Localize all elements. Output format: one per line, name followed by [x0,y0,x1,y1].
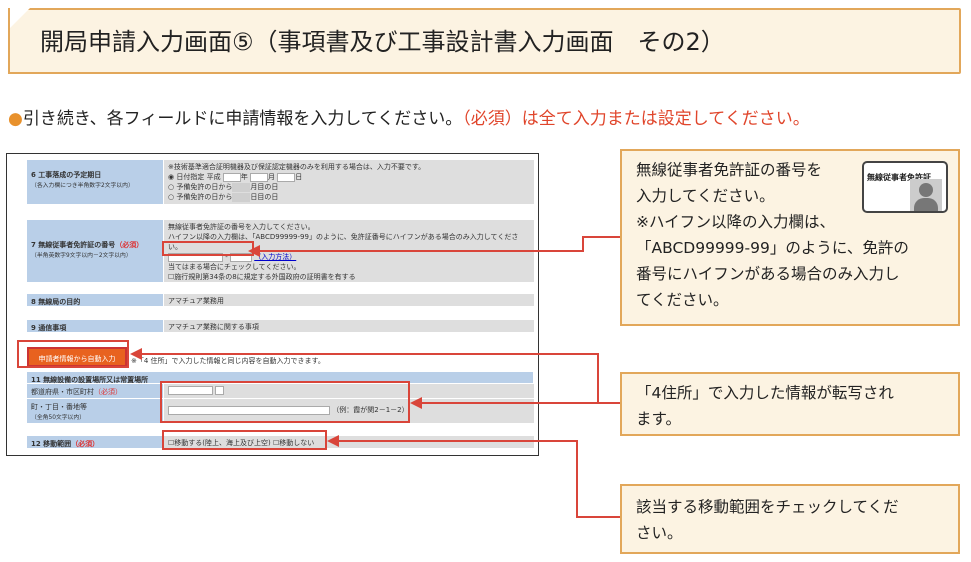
page-title: 開局申請入力画面⑤（事項書及び工事設計書入力画面 その2） [8,8,961,74]
bullet: ● [8,109,23,129]
foreign-cert-checkbox[interactable]: ☐ [168,273,175,281]
field12-label: 12 移動範囲（必須） [27,436,163,448]
address-highlight [160,381,410,423]
town-label: 町・丁目・番地等（全角50文字以内） [27,399,163,423]
field6-value: ※技術基準適合証明機器及び保証認定機器のみを利用する場合は、入力不要です。 ◉ … [164,160,534,204]
auto-fill-note: ※「4 住所」で入力した情報と同じ内容を自動入力できます。 [131,357,325,365]
field9-value: アマチュア業務に関する事項 [164,320,534,332]
field7-label: 7 無線従事者免許証の番号（必須）（半角英数字9文字以内－2文字以内） [27,220,163,282]
radio-days[interactable]: ○ [168,193,175,201]
range-highlight [162,430,327,450]
field12-value: ☐移動する(陸上、海上及び上空) ☐移動しない [164,436,534,448]
field6-label: 6 工事落成の予定期日（各入力欄につき半角数字2文字以内） [27,160,163,204]
arrow-2 [130,348,142,360]
field8-label: 8 無線局の目的 [27,294,163,306]
day-input[interactable] [277,172,296,182]
form-screenshot: 6 工事落成の予定期日（各入力欄につき半角数字2文字以内） ※技術基準適合証明機… [6,153,539,456]
license-highlight [162,241,254,256]
arrow-3 [410,397,422,409]
arrow-4 [327,435,339,447]
city-select[interactable] [215,386,225,395]
pref-value [164,384,534,398]
pref-select[interactable] [168,386,213,395]
button-highlight [17,340,129,368]
intro-main: 引き続き、各フィールドに申請情報を入力してください。 [22,109,463,129]
callout-license: 無線従事者免許証 無線従事者免許証の番号を入力してください。※ハイフン以降の入力… [620,149,960,326]
callout-range: 該当する移動範囲をチェックしてください。 [620,484,960,554]
nomove-checkbox[interactable]: ☐ [272,439,280,447]
move-checkbox[interactable]: ☐ [168,439,175,447]
callout-address: 「4住所」で入力した情報が転写されます。 [620,372,960,436]
radio-months[interactable]: ○ [168,183,175,191]
town-input[interactable] [168,405,330,415]
pref-label: 都道府県・市区町村（必須） [27,384,163,398]
license-card-illustration: 無線従事者免許証 [862,161,948,213]
field9-label: 9 通信事項 [27,320,163,332]
field11-label: 11 無線設備の設置場所又は常置場所 [27,372,533,384]
intro-required: （必須）は全て入力または設定してください。 [462,109,810,129]
person-icon [910,179,942,211]
year-input[interactable] [222,172,241,182]
month-input[interactable] [250,172,269,182]
radio-date[interactable]: ◉ [168,173,175,181]
arrow-1 [248,245,260,257]
intro-text: ●引き続き、各フィールドに申請情報を入力してください。（必須）は全て入力または設… [8,104,810,129]
help-link[interactable]: （入力方法） [254,253,297,261]
field8-value: アマチュア業務用 [164,294,534,306]
